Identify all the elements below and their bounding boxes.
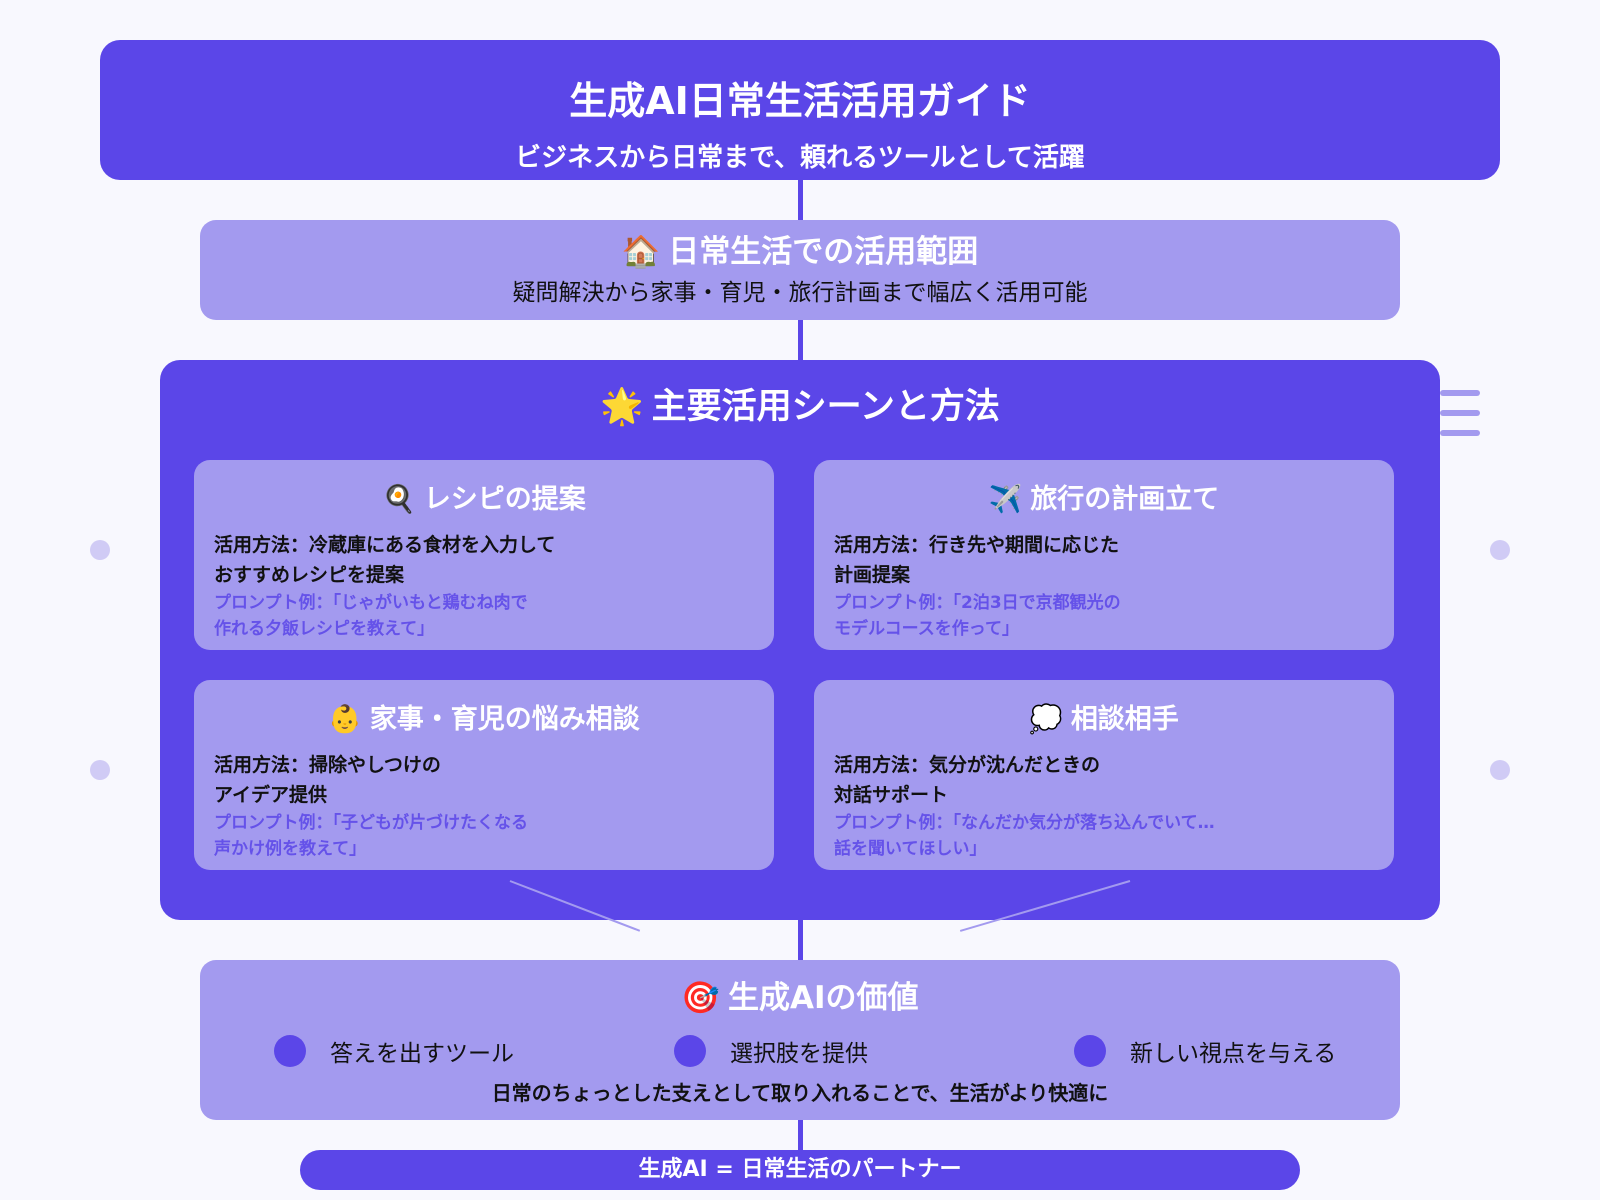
card-title: 相談相手 — [1070, 704, 1179, 735]
value-item: 新しい視点を与える — [1074, 1034, 1336, 1068]
prompt-line: プロンプト例：「じゃがいもと鶏むね肉で — [214, 593, 528, 613]
value-item: 選択肢を提供 — [674, 1034, 868, 1068]
card-heading: 🍳レシピの提案 — [194, 480, 774, 520]
bullet-dot-icon — [274, 1035, 306, 1067]
connector-line — [798, 1120, 803, 1150]
prompt-line: 作れる夕飯レシピを教えて」 — [214, 619, 435, 639]
card-method: 活用方法：冷蔵庫にある食材を入力しておすすめレシピを提案 — [214, 530, 614, 590]
decor-dot — [1490, 760, 1510, 780]
baby-icon: 👶 — [328, 704, 362, 735]
footer-banner: 生成AI = 日常生活のパートナー — [300, 1150, 1300, 1190]
page-title: 生成AI日常生活活用ガイド — [569, 79, 1031, 123]
card-method: 活用方法：気分が沈んだときの対話サポート — [834, 750, 1234, 810]
method-line: 活用方法：行き先や期間に応じた — [834, 534, 1120, 556]
value-item-label: 新しい視点を与える — [1130, 1041, 1337, 1067]
value-item-label: 選択肢を提供 — [730, 1041, 868, 1067]
scenes-section: 🌟主要活用シーンと方法 🍳レシピの提案 活用方法：冷蔵庫にある食材を入力しておす… — [160, 360, 1440, 920]
card-title: 家事・育児の悩み相談 — [369, 704, 640, 735]
decor-dot — [90, 760, 110, 780]
scope-heading: 🏠日常生活での活用範囲 — [200, 230, 1400, 274]
decor-dot — [1490, 540, 1510, 560]
card-title: レシピの提案 — [423, 484, 586, 515]
prompt-line: プロンプト例：「なんだか気分が落ち込んでいて… — [834, 813, 1215, 833]
scene-card-housework: 👶家事・育児の悩み相談 活用方法：掃除やしつけのアイデア提供 プロンプト例：「子… — [194, 680, 774, 870]
star-icon: 🌟 — [600, 387, 644, 427]
method-line: 対話サポート — [834, 784, 949, 806]
prompt-line: 話を聞いてほしい」 — [834, 839, 987, 859]
menu-lines-icon — [1440, 390, 1480, 440]
card-prompt: プロンプト例：「なんだか気分が落ち込んでいて… 話を聞いてほしい」 — [834, 810, 1334, 862]
scope-title: 日常生活での活用範囲 — [668, 234, 979, 270]
scenes-heading: 🌟主要活用シーンと方法 — [160, 382, 1440, 432]
scene-card-travel: ✈️旅行の計画立て 活用方法：行き先や期間に応じた計画提案 プロンプト例：「2泊… — [814, 460, 1394, 650]
scenes-title: 主要活用シーンと方法 — [651, 387, 1000, 427]
card-prompt: プロンプト例：「子どもが片づけたくなる声かけ例を教えて」 — [214, 810, 654, 862]
connector-line — [798, 320, 803, 360]
value-item: 答えを出すツール — [274, 1034, 514, 1068]
card-method: 活用方法：掃除やしつけのアイデア提供 — [214, 750, 614, 810]
bullet-dot-icon — [1074, 1035, 1106, 1067]
card-heading: 💭相談相手 — [814, 700, 1394, 740]
house-icon: 🏠 — [621, 234, 661, 270]
scope-section: 🏠日常生活での活用範囲 疑問解決から家事・育児・旅行計画まで幅広く活用可能 — [200, 220, 1400, 320]
method-line: 活用方法：掃除やしつけの — [214, 754, 441, 776]
prompt-line: 声かけ例を教えて」 — [214, 839, 367, 859]
method-line: おすすめレシピを提案 — [214, 564, 405, 586]
airplane-icon: ✈️ — [988, 484, 1023, 515]
prompt-line: プロンプト例：「2泊3日で京都観光の — [834, 593, 1121, 613]
scene-card-consult: 💭相談相手 活用方法：気分が沈んだときの対話サポート プロンプト例：「なんだか気… — [814, 680, 1394, 870]
card-prompt: プロンプト例：「じゃがいもと鶏むね肉で作れる夕飯レシピを教えて」 — [214, 590, 654, 642]
method-line: 活用方法：気分が沈んだときの — [834, 754, 1101, 776]
value-title: 生成AIの価値 — [728, 980, 919, 1016]
value-heading: 🎯生成AIの価値 — [200, 976, 1400, 1020]
card-prompt: プロンプト例：「2泊3日で京都観光のモデルコースを作って」 — [834, 590, 1274, 642]
method-line: アイデア提供 — [214, 784, 328, 806]
prompt-line: モデルコースを作って」 — [834, 619, 1019, 639]
bullet-dot-icon — [674, 1035, 706, 1067]
card-heading: 👶家事・育児の悩み相談 — [194, 700, 774, 740]
header-banner: 生成AI日常生活活用ガイド ビジネスから日常まで、頼れるツールとして活躍 — [100, 40, 1500, 180]
value-summary: 日常のちょっとした支えとして取り入れることで、生活がより快適に — [491, 1081, 1109, 1105]
connector-line — [798, 920, 803, 960]
connector-line — [798, 180, 803, 220]
scope-description: 疑問解決から家事・育児・旅行計画まで幅広く活用可能 — [512, 280, 1088, 306]
card-title: 旅行の計画立て — [1030, 484, 1220, 515]
decor-dot — [90, 540, 110, 560]
target-icon: 🎯 — [681, 980, 721, 1016]
method-line: 計画提案 — [834, 564, 911, 586]
page-subtitle: ビジネスから日常まで、頼れるツールとして活躍 — [515, 143, 1085, 173]
card-heading: ✈️旅行の計画立て — [814, 480, 1394, 520]
frying-pan-icon: 🍳 — [382, 484, 416, 515]
method-line: 活用方法：冷蔵庫にある食材を入力して — [214, 534, 556, 556]
thought-bubble-icon: 💭 — [1029, 704, 1063, 735]
card-method: 活用方法：行き先や期間に応じた計画提案 — [834, 530, 1234, 590]
prompt-line: プロンプト例：「子どもが片づけたくなる — [214, 813, 528, 833]
value-item-label: 答えを出すツール — [330, 1041, 514, 1067]
value-section: 🎯生成AIの価値 答えを出すツール 選択肢を提供 新しい視点を与える 日常のちょ… — [200, 960, 1400, 1120]
scene-card-recipe: 🍳レシピの提案 活用方法：冷蔵庫にある食材を入力しておすすめレシピを提案 プロン… — [194, 460, 774, 650]
